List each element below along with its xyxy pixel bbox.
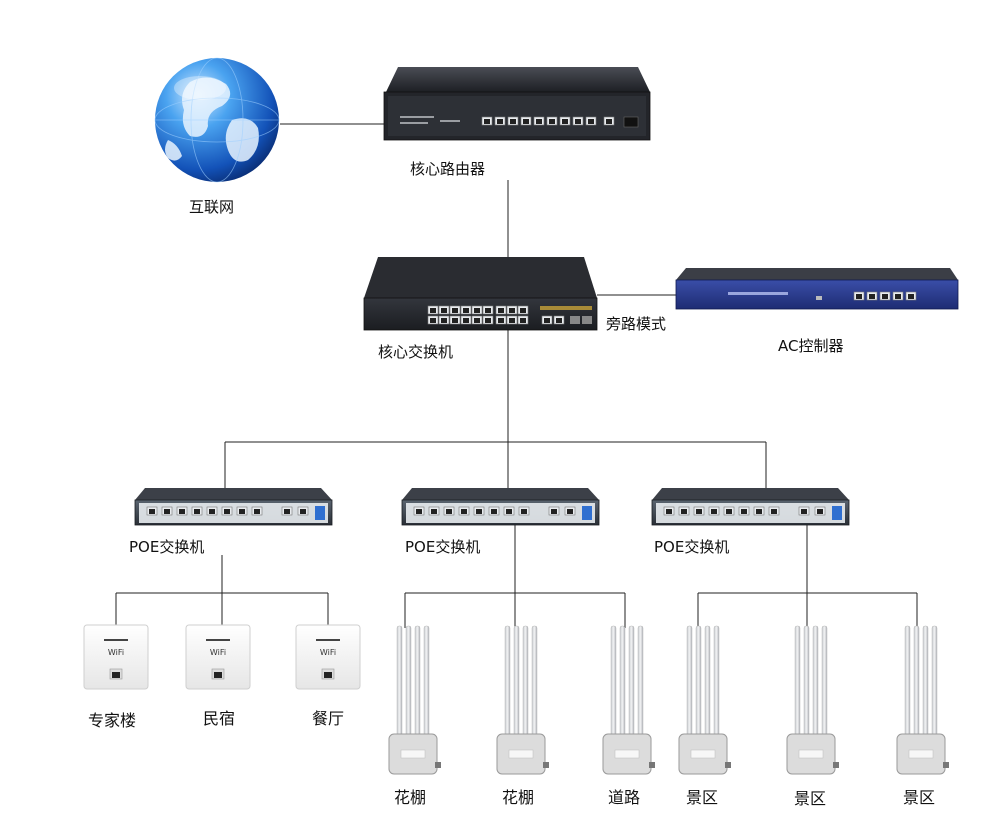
internet-label: 互联网 <box>189 198 235 216</box>
panel-ap-3-label: 餐厅 <box>312 709 345 728</box>
poe-switch-2-icon <box>401 488 600 526</box>
wall-panel-ap-2-icon: WiFi <box>185 624 251 690</box>
bypass-mode-label: 旁路模式 <box>606 315 667 333</box>
outdoor-ap-6-icon <box>896 625 949 775</box>
panel-ap-2-label: 民宿 <box>203 709 236 728</box>
wifi-badge: WiFi <box>210 648 226 657</box>
poe-switch-1-label: POE交换机 <box>129 538 205 556</box>
wall-panel-ap-1-icon: WiFi <box>83 624 149 690</box>
poe-switch-2-label: POE交换机 <box>405 538 481 556</box>
poe-switch-3-icon <box>651 488 850 526</box>
core-router-label: 核心路由器 <box>410 160 486 178</box>
ac-controller-label: AC控制器 <box>778 337 844 355</box>
outdoor-ap-1-label: 花棚 <box>394 788 427 807</box>
panel-ap-1-label: 专家楼 <box>88 711 137 730</box>
outdoor-ap-2-label: 花棚 <box>502 788 535 807</box>
poe-switch-1-icon <box>134 488 333 526</box>
outdoor-ap-3-label: 道路 <box>608 788 641 807</box>
outdoor-ap-2-icon <box>496 625 549 775</box>
router-icon <box>383 67 651 141</box>
outdoor-ap-1-icon <box>388 625 441 775</box>
outdoor-ap-3-icon <box>602 625 655 775</box>
outdoor-ap-5-icon <box>786 625 839 775</box>
globe-icon <box>154 57 280 183</box>
switch-icon <box>363 257 598 331</box>
poe-switch-3-label: POE交换机 <box>654 538 730 556</box>
outdoor-ap-4-icon <box>678 625 731 775</box>
wifi-badge: WiFi <box>320 648 336 657</box>
outdoor-ap-4-label: 景区 <box>686 788 719 807</box>
outdoor-ap-5-label: 景区 <box>794 789 827 808</box>
outdoor-ap-6-label: 景区 <box>903 788 936 807</box>
wifi-badge: WiFi <box>108 648 124 657</box>
connection-lines <box>115 123 918 628</box>
wall-panel-ap-3-icon: WiFi <box>295 624 361 690</box>
ac-controller-icon <box>675 268 959 310</box>
core-switch-label: 核心交换机 <box>378 343 454 361</box>
